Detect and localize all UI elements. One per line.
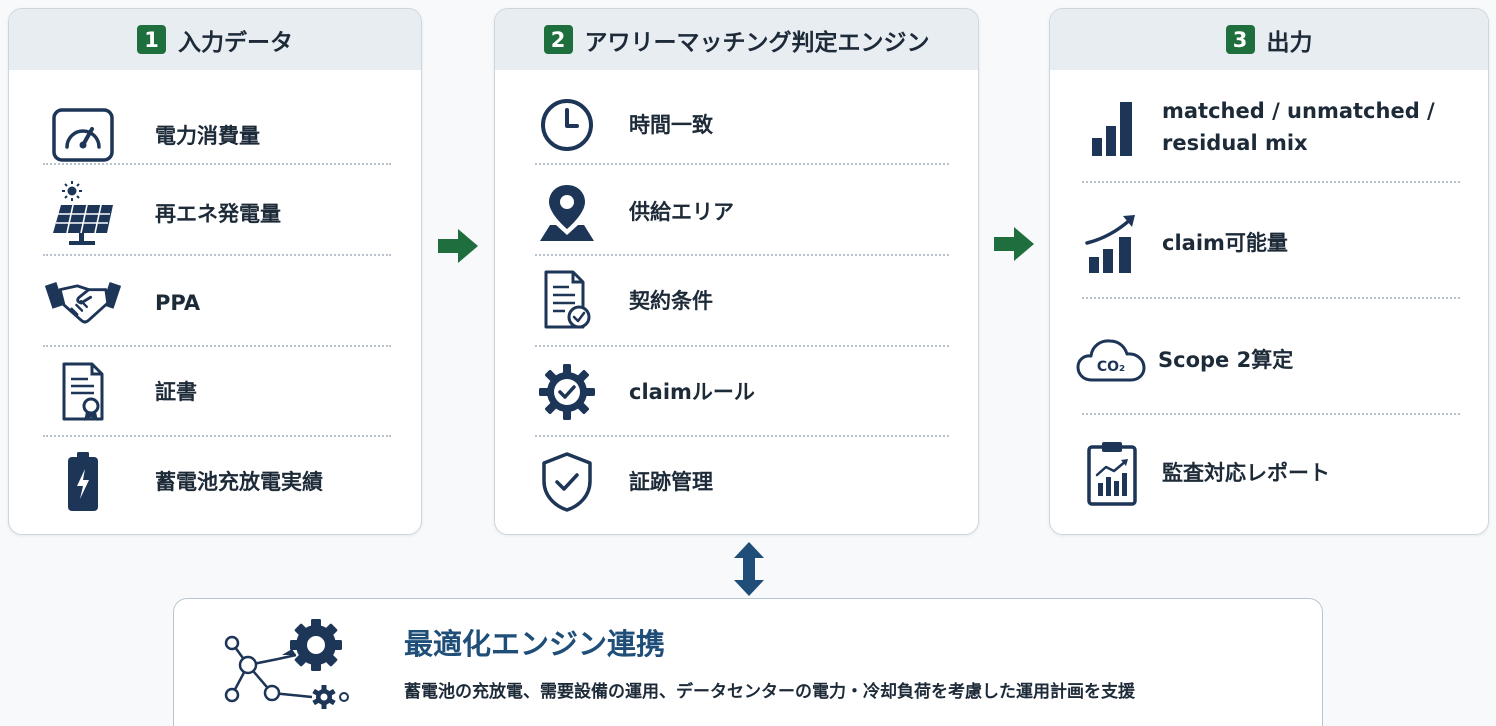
item-label: 再エネ発電量 [155,202,281,226]
item-label: 監査対応レポート [1162,461,1330,485]
item-label: 証跡管理 [629,470,713,494]
input-data-panel: 1 入力データ 電力消費量 [8,8,422,535]
map-pin-icon [527,181,607,243]
list-item: PPA [43,277,200,329]
panel-title: 出力 [1266,29,1313,56]
divider [535,435,949,437]
list-item: claim可能量 [1072,211,1288,275]
contract-icon [527,269,607,333]
flow-arrow-icon [436,227,480,269]
panel-header: 3 出力 [1050,9,1488,70]
list-item: 証跡管理 [527,451,713,513]
divider [1082,413,1460,415]
co2-cloud-icon: CO₂ [1072,334,1152,386]
panel-title: 入力データ [178,29,293,56]
step-number-badge: 2 [543,25,573,54]
optimization-engine-box: 最適化エンジン連携 蓄電池の充放電、需要設備の運用、データセンターの電力・冷却負… [173,598,1323,726]
shield-check-icon [527,451,607,513]
clipboard-chart-icon [1072,439,1152,507]
handshake-icon [43,277,123,329]
divider [535,163,949,165]
panel-title: アワリーマッチング判定エンジン [584,29,930,56]
divider [535,254,949,256]
panel-header: 2 アワリーマッチング判定エンジン [495,9,978,70]
bar-chart-icon [1072,96,1152,158]
item-label: 契約条件 [629,289,713,313]
item-label: Scope 2算定 [1158,348,1294,372]
divider [43,345,391,347]
clock-icon [527,97,607,153]
item-label: 供給エリア [629,200,734,224]
battery-icon [43,451,123,513]
speedometer-icon [43,107,123,165]
item-label-line1: matched / unmatched / [1162,99,1435,123]
item-label: claim可能量 [1162,231,1288,255]
solar-panel-icon [43,181,123,247]
list-item: 再エネ発電量 [43,181,281,247]
divider [43,435,391,437]
list-item: 供給エリア [527,181,734,243]
list-item: 証書 [43,361,197,423]
bottom-description: 蓄電池の充放電、需要設備の運用、データセンターの電力・冷却負荷を考慮した運用計画… [404,682,1135,702]
bidirectional-arrow-icon [730,540,768,602]
list-item: 電力消費量 [43,107,260,165]
list-item: CO₂ Scope 2算定 [1072,334,1293,386]
hourly-matching-engine-panel: 2 アワリーマッチング判定エンジン 時間一致 供給エリア [494,8,979,535]
item-label: claimルール [629,380,755,404]
step-number-badge: 1 [137,25,166,54]
item-label: 証書 [155,380,197,404]
divider [535,345,949,347]
item-label: 時間一致 [629,113,713,137]
bottom-title: 最適化エンジン連携 [404,627,666,661]
network-gear-icon [212,615,362,717]
list-item: 監査対応レポート [1072,439,1330,507]
list-item: matched / unmatched / residual mix [1072,95,1435,159]
flow-arrow-icon [992,225,1036,267]
item-label: 電力消費量 [155,124,260,148]
divider [1082,297,1460,299]
output-panel: 3 出力 matched / unmatched / residual mix [1049,8,1489,535]
divider [43,254,391,256]
divider [1082,181,1460,183]
list-item: 蓄電池充放電実績 [43,451,323,513]
panel-header: 1 入力データ [9,9,421,70]
step-number-badge: 3 [1225,25,1255,54]
divider [43,163,391,165]
gear-check-icon [527,362,607,422]
list-item: 契約条件 [527,269,713,333]
list-item: claimルール [527,362,755,422]
co2-text: CO₂ [1097,359,1125,375]
certificate-icon [43,361,123,423]
growth-chart-icon [1072,211,1152,275]
item-label-line2: residual mix [1162,131,1308,155]
list-item: 時間一致 [527,97,713,153]
item-label: 蓄電池充放電実績 [155,470,323,494]
item-label: PPA [155,291,201,315]
